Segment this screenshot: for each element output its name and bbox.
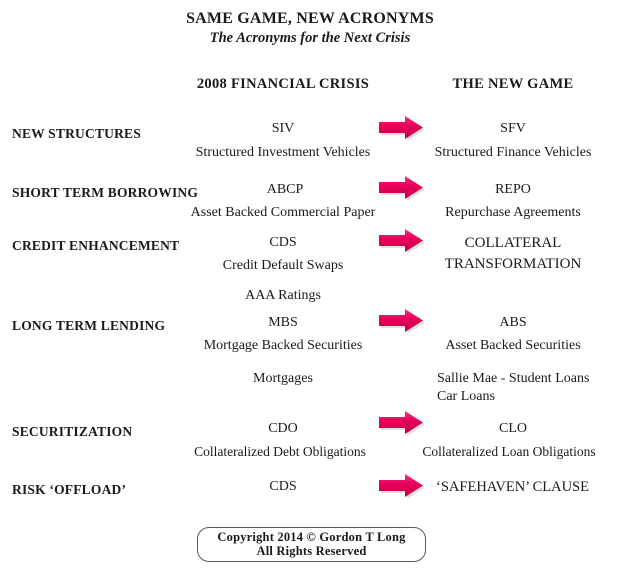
copyright-line-2: All Rights Reserved [256,544,367,558]
copyright-box: Copyright 2014 © Gordon T Long All Right… [197,527,426,562]
old-acronym-abcp: ABCP [266,182,304,197]
right-block-arrow-icon [377,472,425,499]
row-label-securitization: SECURITIZATION [12,424,133,439]
new-expansion-sfv: Structured Finance Vehicles [434,145,592,160]
row-label-risk-offload: RISK ‘OFFLOAD’ [12,482,127,497]
right-block-arrow-icon [377,409,425,436]
right-block-arrow-icon [377,174,425,201]
row-label-short-term-borrowing: SHORT TERM BORROWING [12,185,199,200]
row-label-credit-enhancement: CREDIT ENHANCEMENT [12,238,180,253]
old-expansion-abcp: Asset Backed Commercial Paper [190,205,376,220]
column-header-new-game: THE NEW GAME [452,76,574,92]
new-expansion-abs: Asset Backed Securities [445,338,581,353]
new-acronym-clo: CLO [499,421,527,436]
new-acronym-sfv: SFV [500,121,526,136]
row-label-long-term-lending: LONG TERM LENDING [12,318,166,333]
old-expansion-siv: Structured Investment Vehicles [195,145,371,160]
old-expansion-cdo: Collateralized Debt Obligations [194,444,366,459]
page-title: SAME GAME, NEW ACRONYMS [186,10,434,27]
new-expansion-clo: Collateralized Loan Obligations [422,444,596,459]
new-acronym-safehaven-clause: ‘SAFEHAVEN’ CLAUSE [436,479,589,495]
old-item-mortgages: Mortgages [253,371,313,386]
old-acronym-siv: SIV [271,121,295,136]
new-acronym-collateral: COLLATERAL [464,235,562,251]
old-expansion-mbs: Mortgage Backed Securities [203,338,363,353]
row-label-new-structures: NEW STRUCTURES [12,126,141,141]
new-item-car-loans: Car Loans [437,389,495,404]
right-block-arrow-icon [377,114,425,141]
column-header-old-crisis: 2008 FINANCIAL CRISIS [196,76,370,92]
new-expansion-repo: Repurchase Agreements [445,205,581,220]
right-block-arrow-icon [377,227,425,254]
old-expansion-cds: Credit Default Swaps [222,258,344,273]
right-block-arrow-icon [377,307,425,334]
old-extra-aaa-ratings: AAA Ratings [245,288,321,303]
new-expansion-transformation: TRANSFORMATION [444,256,582,272]
old-acronym-cds-2: CDS [269,479,297,494]
old-acronym-cdo: CDO [268,421,298,436]
old-acronym-cds: CDS [269,235,297,250]
copyright-line-1: Copyright 2014 © Gordon T Long [217,530,406,544]
page-subtitle: The Acronyms for the Next Crisis [209,30,411,46]
old-acronym-mbs: MBS [268,315,298,330]
new-acronym-repo: REPO [495,182,531,197]
new-item-student-loans: Sallie Mae - Student Loans [437,371,590,386]
new-acronym-abs: ABS [499,315,527,330]
